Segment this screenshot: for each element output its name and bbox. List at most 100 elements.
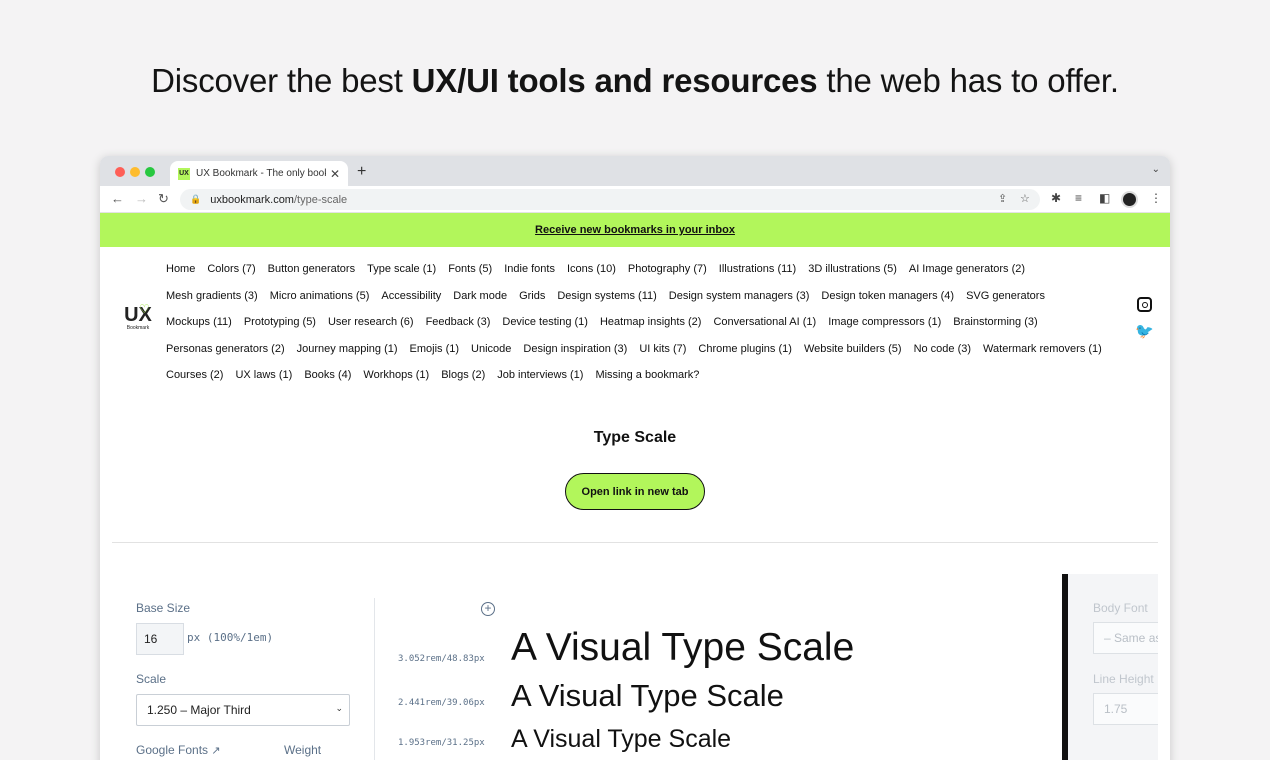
body-settings-panel: Body Font – Same as headings – Line Heig…	[1068, 574, 1158, 760]
nav-link[interactable]: Blogs (2)	[441, 369, 486, 382]
nav-link[interactable]: Missing a bookmark?	[595, 369, 700, 382]
maximize-window-button[interactable]	[145, 167, 155, 177]
scale-sample-text: A Visual Type Scale	[511, 725, 732, 753]
nav-link[interactable]: Accessibility	[381, 289, 442, 302]
nav-link[interactable]: Books (4)	[304, 369, 352, 382]
nav-link[interactable]: Brainstorming (3)	[953, 316, 1038, 329]
nav-link[interactable]: Colors (7)	[207, 263, 256, 276]
base-size-label: Base Size	[136, 601, 191, 615]
scale-sample-row: 3.052rem/48.83px A Visual Type Scale	[398, 626, 854, 670]
nav-link[interactable]: Mockups (11)	[166, 316, 232, 329]
nav-link[interactable]: Image compressors (1)	[828, 316, 942, 329]
scale-sample-text: A Visual Type Scale	[511, 626, 855, 669]
profile-avatar[interactable]	[1121, 191, 1138, 208]
media-control-icon[interactable]: ≡	[1075, 191, 1083, 205]
body-font-select[interactable]: – Same as headings –	[1093, 622, 1158, 654]
browser-tab[interactable]: UX UX Bookmark - The only bookmark ✕	[170, 161, 348, 186]
nav-link[interactable]: Design inspiration (3)	[523, 342, 628, 355]
nav-link[interactable]: Button generators	[267, 263, 356, 276]
reload-icon[interactable]: ↻	[158, 191, 169, 206]
google-fonts-link[interactable]: Google Fonts ↗	[136, 743, 221, 757]
google-fonts-label: Google Fonts	[136, 743, 209, 757]
nav-link[interactable]: Fonts (5)	[448, 263, 493, 276]
line-height-input[interactable]: 1.75	[1093, 693, 1158, 725]
side-panel-icon[interactable]: ◧	[1099, 191, 1111, 205]
twitter-icon[interactable]: 🐦	[1135, 323, 1154, 340]
nav-link[interactable]: Design system managers (3)	[668, 289, 810, 302]
nav-link[interactable]: Journey mapping (1)	[296, 342, 398, 355]
nav-link[interactable]: Conversational AI (1)	[713, 316, 817, 329]
nav-row: Home Colors (7) Button generators Type s…	[166, 256, 1146, 283]
nav-link[interactable]: Illustrations (11)	[718, 263, 797, 276]
base-unit-label: px (100%/1em)	[187, 631, 274, 644]
nav-link[interactable]: Photography (7)	[627, 263, 707, 276]
chevron-down-icon: ⌄	[335, 703, 343, 713]
type-scale-tool: Base Size 16 px (100%/1em) Scale 1.250 –…	[112, 574, 1158, 760]
tab-bar: UX UX Bookmark - The only bookmark ✕ + ⌄	[100, 156, 1170, 186]
nav-link[interactable]: No code (3)	[913, 342, 972, 355]
nav-link[interactable]: SVG generators	[966, 289, 1045, 302]
nav-link[interactable]: Device testing (1)	[502, 316, 588, 329]
nav-link[interactable]: Grids	[519, 289, 546, 302]
minimize-window-button[interactable]	[130, 167, 140, 177]
weight-label: Weight	[284, 743, 322, 757]
scale-sample-meta: 2.441rem/39.06px	[398, 698, 485, 708]
nav-link[interactable]: Feedback (3)	[425, 316, 491, 329]
nav-link[interactable]: Indie fonts	[504, 263, 555, 276]
open-link-button[interactable]: Open link in new tab	[565, 473, 705, 510]
social-links: 🐦	[1135, 297, 1154, 340]
nav-link[interactable]: Home	[166, 263, 196, 276]
forward-arrow-icon[interactable]: →	[135, 191, 148, 206]
category-nav: Home Colors (7) Button generators Type s…	[166, 256, 1146, 389]
scale-select[interactable]: 1.250 – Major Third ⌄	[136, 694, 350, 726]
nav-link[interactable]: Courses (2)	[166, 369, 224, 382]
nav-link[interactable]: Unicode	[471, 342, 512, 355]
line-height-label: Line Height	[1093, 672, 1154, 686]
nav-link[interactable]: Type scale (1)	[367, 263, 437, 276]
nav-link[interactable]: 3D illustrations (5)	[808, 263, 897, 276]
nav-link[interactable]: Watermark removers (1)	[983, 342, 1102, 355]
nav-link[interactable]: Chrome plugins (1)	[698, 342, 792, 355]
nav-link[interactable]: Icons (10)	[566, 263, 616, 276]
browser-toolbar: ← → ↻ 🔒 uxbookmark.com/type-scale ⇪ ☆ ✱ …	[100, 186, 1170, 213]
url-path: /type-scale	[293, 193, 348, 206]
address-bar[interactable]: 🔒 uxbookmark.com/type-scale ⇪ ☆	[180, 189, 1040, 210]
nav-link[interactable]: Mesh gradients (3)	[166, 289, 258, 302]
nav-link[interactable]: UI kits (7)	[639, 342, 687, 355]
nav-link[interactable]: Dark mode	[453, 289, 508, 302]
instagram-icon[interactable]	[1137, 297, 1153, 312]
site-header: UX ♡ Bookmark Home Colors (7) Button gen…	[100, 247, 1170, 407]
extensions-icon[interactable]: ✱	[1051, 191, 1062, 205]
tab-search-chevron-icon[interactable]: ⌄	[1151, 164, 1160, 175]
body-font-label: Body Font	[1093, 601, 1148, 615]
panel-divider	[374, 598, 375, 760]
newsletter-link[interactable]: Receive new bookmarks in your inbox	[535, 224, 735, 236]
more-menu-icon[interactable]: ⋮	[1150, 191, 1162, 205]
close-tab-icon[interactable]: ✕	[329, 166, 340, 181]
nav-row: Personas generators (2) Journey mapping …	[166, 336, 1146, 363]
divider	[112, 542, 1158, 543]
nav-link[interactable]: Micro animations (5)	[269, 289, 370, 302]
nav-link[interactable]: UX laws (1)	[235, 369, 293, 382]
base-size-input[interactable]: 16	[136, 623, 184, 655]
nav-link[interactable]: AI Image generators (2)	[908, 263, 1026, 276]
nav-link[interactable]: Design token managers (4)	[821, 289, 955, 302]
nav-link[interactable]: Emojis (1)	[409, 342, 460, 355]
nav-link[interactable]: Prototyping (5)	[243, 316, 316, 329]
page-headline: Discover the best UX/UI tools and resour…	[0, 62, 1270, 100]
browser-window: UX UX Bookmark - The only bookmark ✕ + ⌄…	[100, 156, 1170, 760]
nav-link[interactable]: Workhops (1)	[363, 369, 430, 382]
nav-link[interactable]: User research (6)	[327, 316, 414, 329]
site-logo[interactable]: UX ♡ Bookmark	[123, 302, 153, 331]
nav-link[interactable]: Design systems (11)	[557, 289, 657, 302]
close-window-button[interactable]	[115, 167, 125, 177]
nav-link[interactable]: Website builders (5)	[803, 342, 902, 355]
new-tab-icon[interactable]: +	[357, 163, 367, 180]
nav-link[interactable]: Job interviews (1)	[497, 369, 584, 382]
nav-link[interactable]: Personas generators (2)	[166, 342, 285, 355]
bookmark-star-icon[interactable]: ☆	[1020, 193, 1030, 205]
share-icon[interactable]: ⇪	[998, 193, 1008, 205]
add-step-icon[interactable]: +	[481, 602, 495, 616]
back-arrow-icon[interactable]: ←	[111, 191, 124, 206]
nav-link[interactable]: Heatmap insights (2)	[599, 316, 702, 329]
